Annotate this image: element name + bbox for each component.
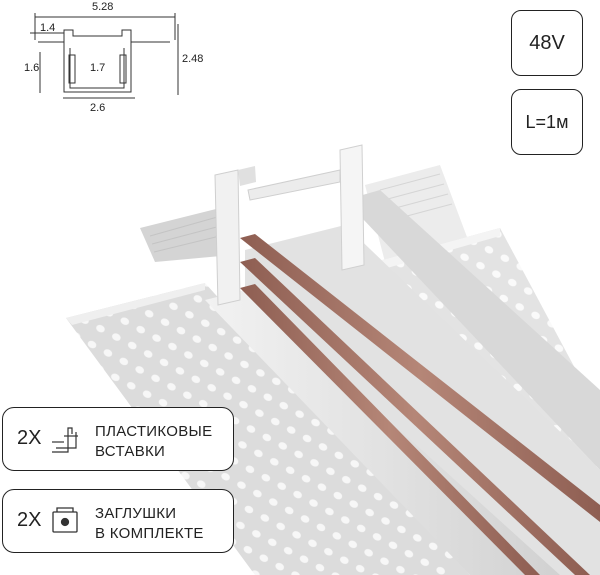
right-wall [345, 190, 600, 470]
accessory-line2: ВСТАВКИ [95, 443, 166, 460]
cross-section-diagram: 5.28 1.4 1.6 1.7 2.48 2.6 [0, 0, 220, 120]
conductor-strip-middle [240, 258, 590, 575]
voltage-badge: 48V [511, 10, 583, 76]
accessory-text: ПЛАСТИКОВЫЕ ВСТАВКИ [95, 422, 212, 462]
accessory-line1: ПЛАСТИКОВЫЕ [95, 423, 213, 440]
accessory-qty: 2X [17, 509, 42, 531]
accessory-end-caps: 2X ЗАГЛУШКИ В КОМПЛЕКТЕ [2, 489, 234, 553]
length-label: L=1м [525, 111, 569, 132]
accessory-qty: 2X [17, 427, 42, 449]
inner-bridge [247, 169, 341, 201]
cross-section-outline [30, 13, 179, 99]
accessory-text: ЗАГЛУШКИ В КОМПЛЕКТЕ [95, 504, 204, 544]
dim-side-height: 1.6 [24, 62, 40, 74]
dim-flange: 1.4 [40, 22, 56, 34]
conductor-strip-lower [240, 284, 540, 575]
accessory-line2: В КОМПЛЕКТЕ [95, 525, 204, 542]
accessory-plastic-inserts: 2X ПЛАСТИКОВЫЕ ВСТАВКИ [2, 407, 234, 471]
length-badge: L=1м [511, 89, 583, 155]
left-perforated-flange [66, 283, 470, 575]
channel-floor [245, 225, 600, 575]
dim-bottom-width: 2.6 [90, 102, 106, 114]
left-lip [214, 169, 241, 306]
end-cap-icon [52, 507, 78, 533]
insert-icon [52, 427, 78, 453]
accessory-line1: ЗАГЛУШКИ [95, 505, 177, 522]
voltage-label: 48V [529, 31, 565, 54]
dim-inner-width: 1.7 [90, 62, 106, 74]
conductor-strip-upper [240, 234, 600, 522]
dim-overall-width: 5.28 [92, 1, 114, 13]
right-lip [339, 144, 365, 271]
dim-total-height: 2.48 [182, 53, 204, 65]
